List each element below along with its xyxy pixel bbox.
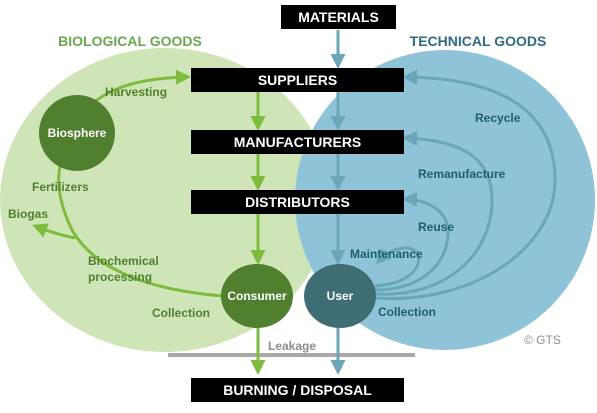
biogas-arrow [32, 223, 76, 240]
reuse-loop [374, 191, 450, 292]
user-label: User [327, 289, 354, 303]
biogas-label: Biogas [8, 207, 48, 221]
harvesting-label: Harvesting [105, 85, 167, 99]
suppliers-box-label: SUPPLIERS [258, 72, 337, 88]
biosphere-label: Biosphere [48, 126, 107, 140]
distributors-box-label: DISTRIBUTORS [245, 194, 350, 210]
recycle-label: Recycle [475, 111, 521, 125]
remanufacture-loop [374, 130, 494, 296]
remanufacture-label: Remanufacture [418, 167, 506, 181]
manufacturers-box-label: MANUFACTURERS [234, 134, 362, 150]
collection-arc-bio [70, 229, 223, 298]
manufacturers-box[interactable] [191, 130, 404, 154]
technical-circle [295, 50, 595, 350]
copyright-label: © GTS [524, 333, 561, 347]
maintenance-loop [374, 246, 421, 288]
biochemical-label: Biochemical [88, 254, 159, 268]
reuse-label: Reuse [418, 220, 454, 234]
biosphere-node[interactable] [39, 95, 115, 171]
burning-disposal-box[interactable] [191, 378, 404, 402]
consumer-label: Consumer [227, 289, 287, 303]
collection-label-bio: Collection [152, 306, 210, 320]
biological-goods-title: BIOLOGICAL GOODS [58, 33, 202, 49]
suppliers-box[interactable] [191, 68, 404, 92]
fertilizers-label: Fertilizers [32, 180, 89, 194]
distributors-box[interactable] [191, 190, 404, 214]
leakage-label: Leakage [268, 339, 316, 353]
maintenance-label: Maintenance [350, 247, 423, 261]
recycle-loop [374, 69, 557, 301]
user-node[interactable] [304, 264, 376, 328]
burning-disposal-box-label: BURNING / DISPOSAL [223, 382, 372, 398]
consumer-node[interactable] [221, 264, 293, 328]
collection-label-tech: Collection [378, 305, 436, 319]
technical-goods-title: TECHNICAL GOODS [410, 33, 547, 49]
processing-label: processing [88, 270, 152, 284]
materials-box-label: MATERIALS [298, 9, 379, 25]
materials-box[interactable] [281, 5, 396, 29]
